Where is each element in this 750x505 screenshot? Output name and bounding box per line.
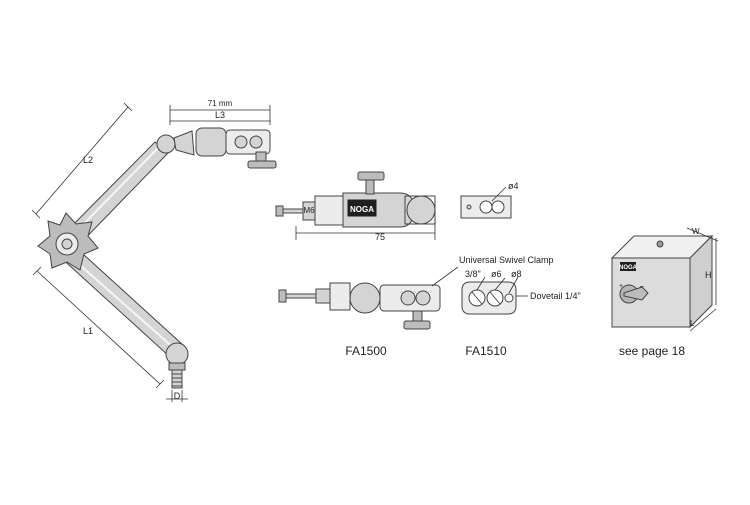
fa1510-dovetail-detail (461, 276, 528, 315)
top-clamp-thumbscrew (247, 160, 277, 169)
dim-w: W (692, 227, 700, 236)
fa1500-ball (349, 282, 381, 314)
arm-dimensions: 71 mm L3 L2 L1 D (31, 99, 271, 402)
top-clamp-jaw (225, 129, 271, 155)
label-dovetail: Dovetail 1/4" (530, 291, 581, 301)
noga-logo-text: NOGA (350, 205, 374, 214)
dim-75: 75 (375, 232, 385, 242)
bottom-joint (165, 342, 189, 366)
dim-d4: ø4 (508, 181, 519, 191)
dim-m6: M6 (303, 206, 315, 215)
fa1500-thumbscrew (403, 320, 431, 330)
label-three-eighths: 3/8" (465, 269, 481, 279)
dim-l1: L1 (83, 326, 93, 336)
label-d8: ø8 (511, 269, 522, 279)
fine-adjust-knob (357, 171, 385, 181)
svg-text:+: + (619, 283, 623, 290)
dim-l: L (690, 319, 695, 328)
dim-l3: L3 (215, 110, 225, 120)
top-joint (156, 134, 176, 154)
noga-logo-badge (347, 199, 377, 217)
base-logo-badge (620, 262, 636, 271)
fa1500-clamp (278, 266, 459, 330)
universal-swivel-clamp-label: Universal Swivel Clamp (459, 255, 554, 265)
dim-h: H (705, 270, 712, 280)
dim-71mm: 71 mm (208, 99, 233, 108)
base-logo-text: NOGA (619, 265, 638, 271)
dim-d: D (174, 391, 181, 401)
caption-fa1500: FA1500 (345, 344, 387, 358)
fine-adjust-clamp: NOGA 75 M6 (275, 171, 436, 242)
caption-fa1510: FA1510 (465, 344, 507, 358)
fine-adjust-end-ball (406, 195, 436, 225)
magnetic-base: NOGA + – W H L (610, 227, 719, 332)
jaw-detail: ø4 (460, 181, 519, 219)
caption-see-page: see page 18 (619, 344, 685, 358)
base-switch-lever[interactable] (623, 286, 649, 301)
articulated-arm (37, 127, 277, 389)
threaded-stud (171, 369, 183, 389)
dim-l2: L2 (83, 155, 93, 165)
label-d6: ø6 (491, 269, 502, 279)
top-clamp-body (195, 127, 227, 157)
